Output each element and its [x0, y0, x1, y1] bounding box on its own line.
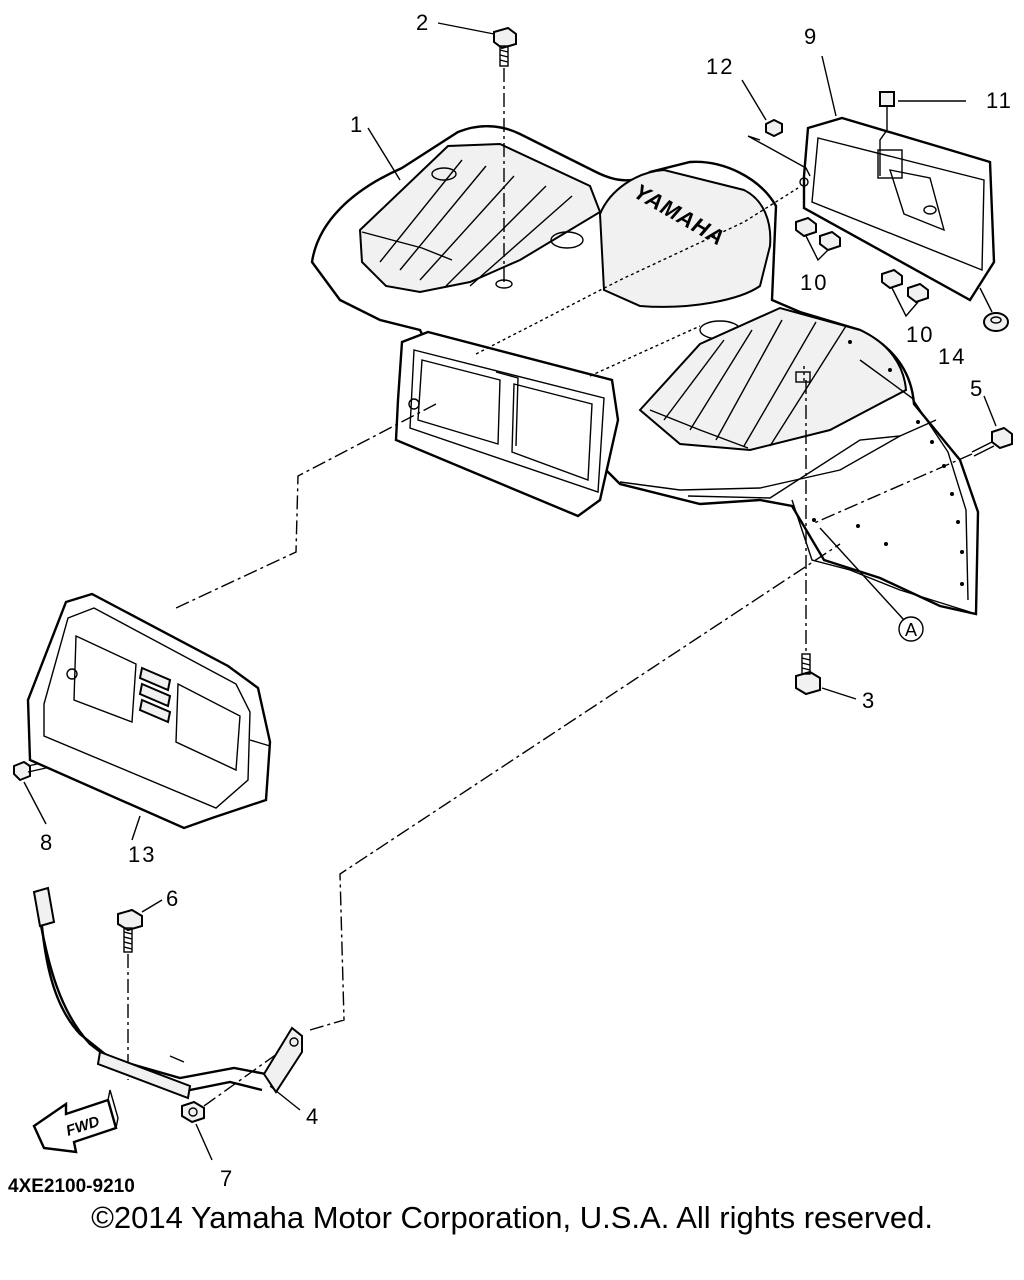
- callout-10-lower: 10: [906, 322, 934, 347]
- callout-9: 9: [804, 24, 818, 49]
- callout-1: 1: [350, 112, 364, 137]
- grommet-part-14: [979, 287, 1009, 332]
- callout-7: 7: [220, 1166, 234, 1191]
- callout-2: 2: [416, 10, 430, 35]
- callout-8: 8: [40, 830, 54, 855]
- callout-12: 12: [706, 54, 734, 79]
- forward-arrow-icon: FWD: [32, 1089, 119, 1154]
- drawing-code: 4XE2100-9210: [8, 1176, 135, 1197]
- assembly-reference-lines: [175, 55, 905, 1031]
- callout-11: 11: [986, 88, 1013, 113]
- grommets-part-10: [795, 216, 929, 318]
- callout-13: 13: [128, 842, 156, 867]
- bracket-part-11: [879, 91, 966, 176]
- guard-bar-part-4: [32, 886, 303, 1111]
- nut-part-12: [747, 118, 811, 177]
- exploded-view-drawing: YAMAHA: [8, 10, 1013, 1197]
- bolt-part-5: [811, 395, 1013, 525]
- headlight-opening-frame: [394, 330, 620, 518]
- copyright-notice: ©2014 Yamaha Motor Corporation, U.S.A. A…: [91, 1200, 933, 1235]
- callout-10-upper: 10: [800, 270, 828, 295]
- bolt-part-6: [117, 899, 163, 1080]
- callout-14: 14: [938, 344, 966, 369]
- callout-labels: 1 2 3 4 5 6 7 8 9 10 10 11 12 13 14: [40, 10, 1013, 1191]
- callout-6: 6: [166, 886, 180, 911]
- callout-4: 4: [306, 1104, 320, 1129]
- callout-3: 3: [862, 688, 876, 713]
- headlight-bezel-part-13: [26, 592, 272, 841]
- fender-rivet-holes: [812, 340, 964, 586]
- reference-circle-a: A: [898, 616, 924, 642]
- bolt-part-2: [437, 22, 517, 289]
- bolt-part-3: [795, 380, 857, 700]
- callout-5: 5: [970, 376, 984, 401]
- reference-circle-label: A: [905, 620, 917, 640]
- lamp-housing-part-9: [799, 116, 996, 302]
- front-fender-part-1: YAMAHA: [310, 125, 980, 616]
